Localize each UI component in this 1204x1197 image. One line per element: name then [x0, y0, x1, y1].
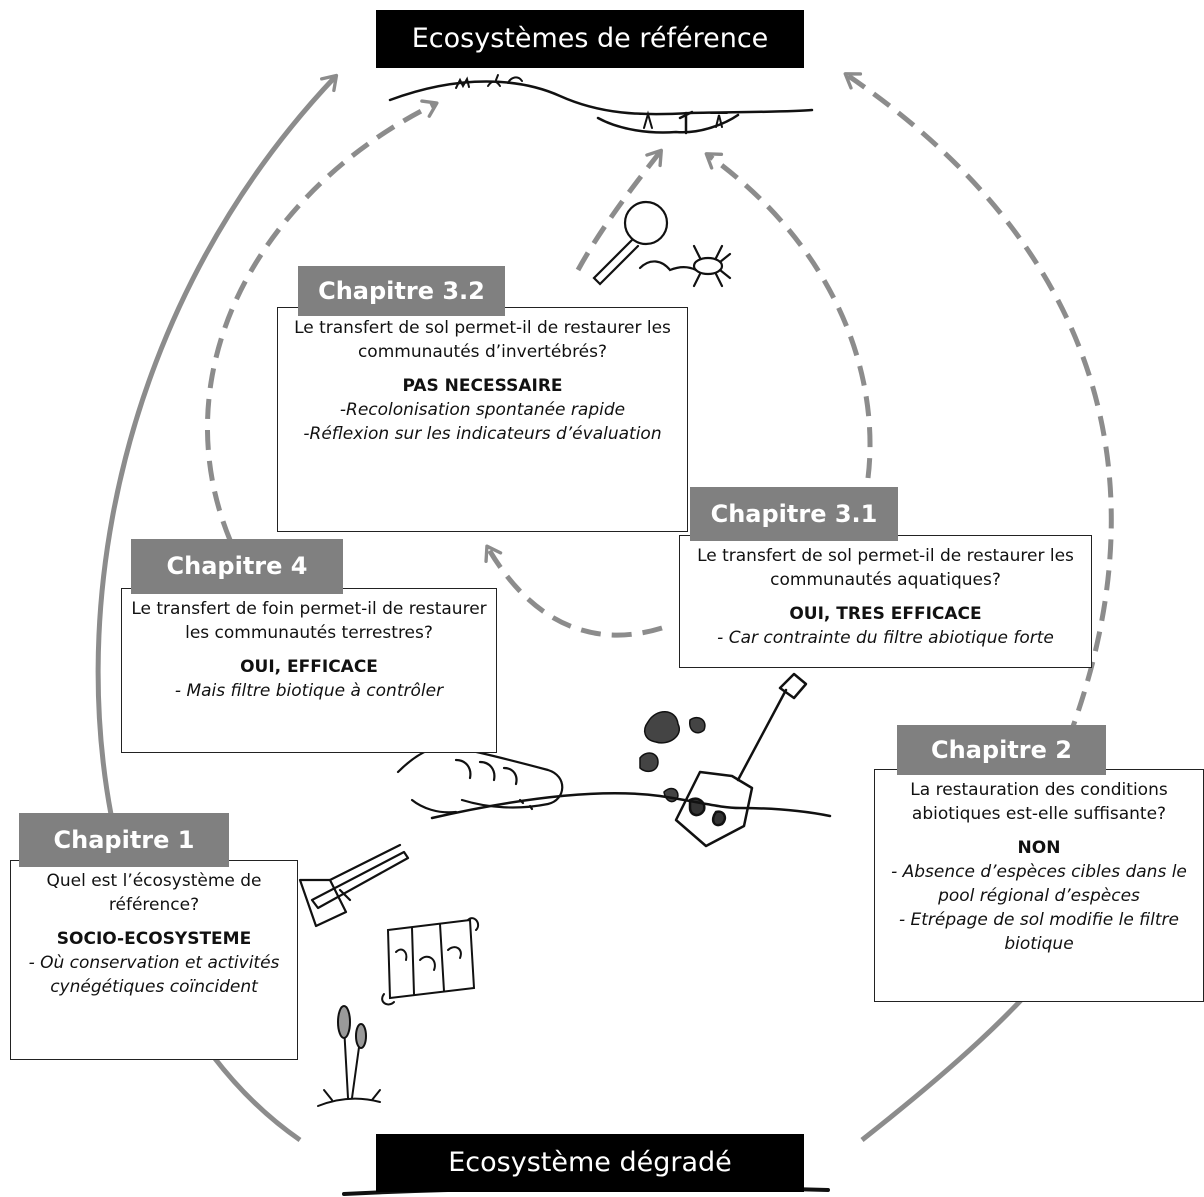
chapter-1-answer: SOCIO-ECOSYSTEME: [56, 929, 252, 949]
dashed-arrow-chapter4-to-top: [205, 99, 439, 541]
chapter-4-question: Le transfert de foin permet-il de restau…: [131, 599, 487, 643]
soil-clumps: [639, 711, 706, 803]
chapter-1-box: Quel est l’écosystème de référence? SOCI…: [10, 860, 298, 1060]
chapter-3-2-detail-2: -Réflexion sur les indicateurs d’évaluat…: [303, 424, 662, 444]
chapter-3-1-tab: Chapitre 3.1: [690, 487, 898, 541]
chapter-4-tab: Chapitre 4: [131, 539, 343, 594]
degraded-ecosystem-title: Ecosystème dégradé: [376, 1134, 804, 1192]
chapter-2-detail-1: - Absence d’espèces cibles dans le pool …: [891, 862, 1187, 906]
dashed-arrow-right-outer: [843, 72, 1114, 741]
terrain-line: [430, 792, 832, 820]
chapter-4-answer: OUI, EFFICACE: [240, 657, 378, 677]
chapter-3-2-answer: PAS NECESSAIRE: [402, 376, 563, 396]
chapter-3-2-question: Le transfert de sol permet-il de restaur…: [294, 318, 671, 362]
chapter-4-box: Le transfert de foin permet-il de restau…: [121, 588, 497, 753]
dashed-arrow-magnifier-to-top: [575, 148, 663, 272]
chapter-3-1-answer: OUI, TRES EFFICACE: [789, 604, 982, 624]
dashed-arrow-chapter31-to-chapter32: [484, 544, 663, 638]
chapter-3-1-box: Le transfert de sol permet-il de restaur…: [679, 535, 1092, 668]
chapter-2-box: La restauration des conditions abiotique…: [874, 769, 1204, 1002]
chapter-4-detail-1: - Mais filtre biotique à contrôler: [174, 681, 444, 701]
map-sketch: [381, 917, 480, 1006]
plant-sketch: [317, 1005, 381, 1107]
chapter-1-question: Quel est l’écosystème de référence?: [46, 871, 262, 915]
chapter-2-tab: Chapitre 2: [897, 725, 1106, 775]
chapter-2-question: La restauration des conditions abiotique…: [910, 780, 1168, 824]
hand-seeds-sketch: [396, 745, 564, 814]
chapter-3-2-box: Le transfert de sol permet-il de restaur…: [277, 307, 688, 532]
chapter-1-detail-1: - Où conservation et activités cynégétiq…: [28, 953, 280, 997]
chapter-3-2-tab: Chapitre 3.2: [298, 266, 505, 316]
chapter-1-tab: Chapitre 1: [19, 813, 229, 867]
chapter-3-1-question: Le transfert de sol permet-il de restaur…: [697, 546, 1074, 590]
chapter-3-1-detail-1: - Car contrainte du filtre abiotique for…: [717, 628, 1054, 648]
rifle-sketch: [298, 843, 410, 928]
chapter-2-answer: NON: [1017, 838, 1061, 858]
magnifier-insect-sketch: [592, 200, 732, 288]
reference-ecosystems-title: Ecosystèmes de référence: [376, 10, 804, 68]
dashed-arrow-chapter31-to-top: [704, 152, 873, 479]
chapter-3-2-detail-1: -Recolonisation spontanée rapide: [339, 400, 626, 420]
chapter-2-detail-2: - Etrépage de sol modifie le filtre biot…: [898, 910, 1180, 954]
shovel-soil-sketch: [674, 672, 808, 848]
reference-landscape-sketch: [388, 74, 814, 135]
